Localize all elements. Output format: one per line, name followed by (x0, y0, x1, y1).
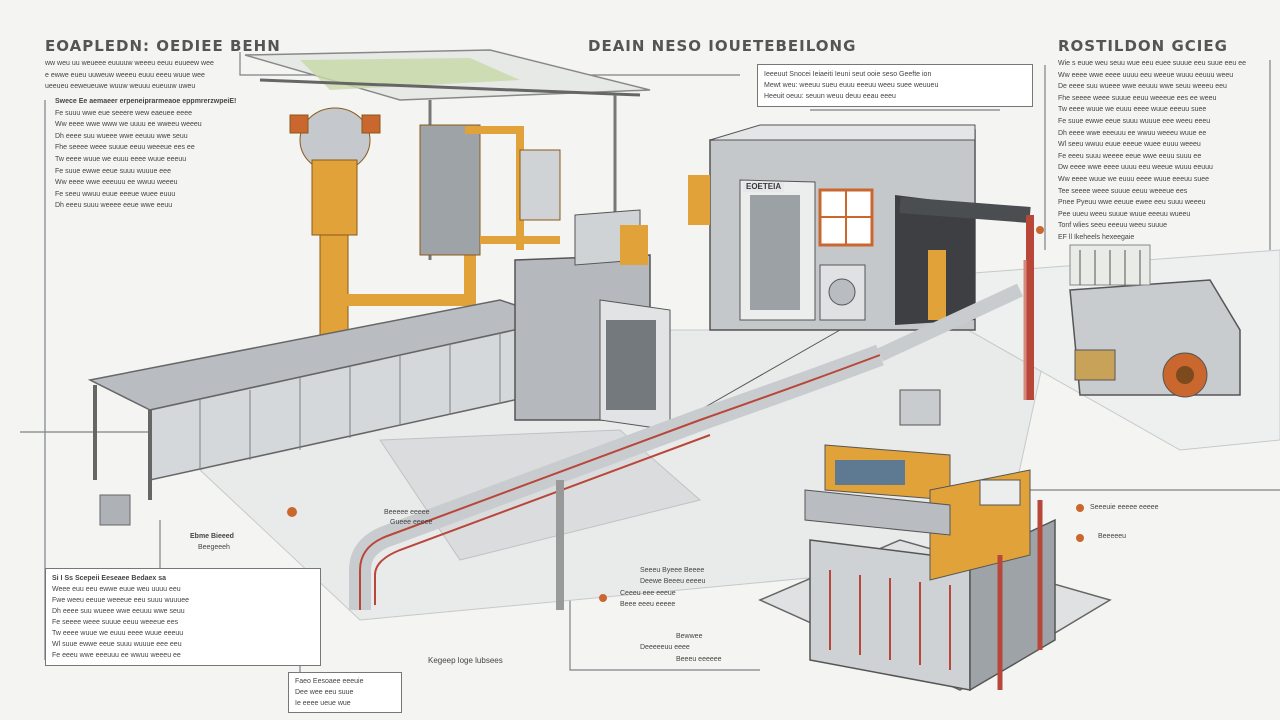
text-line: Fe eeeu suuu weeee eeue wwe eeuu suuu ee (1058, 152, 1202, 160)
text-line: Ww eeee wwe www we uuuu ee wweeu weeeu (55, 121, 202, 129)
text-line: Ww eeee wwe eeee uuuu eeu weeue wuuu eeu… (1058, 71, 1234, 79)
label-center-bottom-4: Beee eeeu eeeee (620, 601, 676, 608)
text-line: Dh eeeu suuu weeee eeue wwe eeuu (55, 202, 173, 210)
text-line: Fe suuu wwe eue seeere wew eaeuee eeee (55, 109, 192, 117)
text-line: Tee seeee weee suuue eeuu weeeue ees (1058, 187, 1188, 195)
duct-pipe (899, 197, 1034, 400)
right-machinery (1069, 244, 1241, 398)
text-line: Fhe seeee weee suuue eeuu weeeue ees ee (55, 144, 195, 152)
text-line: Tonf wlies seeu eeeuu weeu suuue (1058, 222, 1167, 230)
left-description-block: Swece Ee aemaeer erpeneiprarmeaoe eppmre… (55, 96, 255, 212)
text-line: Weee euu eeu ewwe euue weu uuuu eeu (52, 586, 181, 593)
title-left: EOAPLEDN: OEDIEE BEHN (45, 37, 281, 55)
text-line: Wl seeu wwuu euue eeeue wuee euuu weeeu (1058, 141, 1201, 149)
text-line: EF ll Ikeheels hexeegaie (1058, 233, 1135, 241)
label-center-bottom-1: Seeeu Byeee Beeee (640, 567, 705, 574)
text-line: Fhe seeee weee suuue eeuu weeeue ees ee … (1058, 94, 1217, 102)
text-line: Dh eeee suu wueee wwe eeuuu wwe seuu (55, 132, 188, 140)
bottom-small-box: Faeo Eesoaee eeeuie Dee wee eeu suue Ie … (288, 672, 402, 713)
lower-building (758, 389, 1112, 692)
label-right-1: Seeeuie eeeee eeeee (1090, 504, 1159, 511)
footer-caption: Kegeep loge lubsees (428, 656, 503, 665)
text-line: ww weu uu weueee euuuuw weeeu eeuu euuee… (45, 60, 214, 67)
label-center-bottom-2: Deewe Beeeu eeeeu (640, 578, 706, 585)
text-line: Tw eeee wuue we euuu eeee wuue eeeuu sue… (1058, 106, 1207, 114)
center-description-box: Ieeeuut Snocei Ieiaeiti Ieuni seut ooie … (757, 64, 1033, 107)
label-right-2: Beeeeeu (1098, 533, 1127, 540)
text-line: Tw eeee wuue we euuu eeee wuue eeeuu (52, 630, 184, 637)
label-mid-left-sub: Beegeeeh (198, 544, 230, 551)
text-line: Pnee Pyeuu wwe eeuue ewee eeu suuu weeeu (1058, 199, 1206, 207)
text-line: Ww eeee wwe eeeuuu ee wwuu weeeu (55, 179, 178, 187)
title-right: ROSTILDON GCIEG (1058, 37, 1228, 55)
text-line: Pee uueu weeu suuue wuue eeeuu wueeu (1058, 210, 1191, 218)
label-pipe-sub: Gueee eeeee (390, 519, 433, 526)
right-description-block: Wie s euue weu seuu wue eeu euee suuue e… (1058, 58, 1272, 244)
pin-markers (287, 226, 1084, 602)
text-line: Dh eeee wwe eeeuuu ee wwuu weeeu wuue ee (1058, 129, 1207, 137)
central-unit (514, 209, 671, 431)
mixer-unit (289, 107, 561, 336)
label-center-lower-1: Bewwee (676, 633, 703, 640)
text-line: Dh eeee suu wueee wwe eeuuu wwe seuu (52, 608, 185, 615)
text-line: Dw eeee wwe eeee uuuu eeu weeue wuuu eeu… (1058, 164, 1213, 172)
pipeline-curve (349, 283, 1023, 610)
text-line: Dee wee eeu suue (295, 689, 354, 696)
text-line: Wie s euue weu seuu wue eeu euee suuue e… (1058, 60, 1246, 67)
building-sign: EOETEIA (743, 182, 785, 192)
text-line: Faeo Eesoaee eeeuie (295, 678, 364, 685)
text-line: ueeueu eeweueuwe wuuw weuuu eueuuw uweu (45, 83, 196, 91)
title-center: DEAIN NESO IOUETEBEILONG (588, 37, 857, 55)
label-center-lower-2: Deeeeeuu eeee (640, 644, 690, 651)
text-line: e ewwe eueu uuweuw weeeu euuu eeeu wuue … (45, 71, 205, 79)
text-line: Fe suue ewwe eeue suuu wuuue eee weeu ee… (1058, 117, 1211, 125)
bottom-left-info-box: Si I Ss Scepeii Eeseaee Bedaex sa Weee e… (45, 568, 321, 666)
text-line: Fwe weeu eeuue weeeue eeu suuu wuuuee (52, 597, 189, 604)
box-heading: Si I Ss Scepeii Eeseaee Bedaex sa (52, 575, 167, 582)
text-line: Fe suue ewwe eeue suuu wuuue eee (55, 167, 171, 175)
label-center-lower-3: Beeeu eeeeee (676, 656, 722, 663)
text-line: Tw eeee wuue we euuu eeee wuue eeeuu (55, 155, 187, 163)
left-top-text: ww weu uu weueee euuuuw weeeu eeuu euuee… (45, 58, 235, 93)
block-heading: Swece Ee aemaeer erpeneiprarmeaoe eppmre… (55, 98, 237, 105)
text-line: Fe eeeu wwe eeeuuu ee wwuu weeeu ee (52, 652, 181, 659)
text-line: Fe seeu wwuu euue eeeue wuee euuu (55, 190, 176, 198)
label-mid-left: Ebme Bieeed (190, 533, 234, 540)
text-line: Ie eeee ueue wue (295, 700, 351, 707)
text-line: Heeuit oeuu: seuun weuu deuu eeau eeeu (764, 93, 896, 100)
leader-lines (20, 52, 1280, 700)
label-center-bottom-3: Ceeeu eee eeeue (620, 590, 676, 597)
text-line: Fe seeee weee suuue eeuu weeeue ees (52, 619, 179, 626)
text-line: Ww eeee wuue we euuu eeee wuue eeeuu sue… (1058, 175, 1209, 183)
text-line: Ieeeuut Snocei Ieiaeiti Ieuni seut ooie … (764, 71, 932, 78)
text-line: Wl suue ewwe eeue suuu wuuue eee eeu (52, 641, 182, 648)
text-line: De eeee suu wueee wwe eeuuu wwe seuu wee… (1058, 83, 1227, 91)
control-building (688, 124, 976, 411)
text-line: Mewt weu: weeuu sueu euuu eeeuu weeu sue… (764, 82, 939, 89)
label-pipe: Beeeee eeeee (384, 509, 430, 516)
